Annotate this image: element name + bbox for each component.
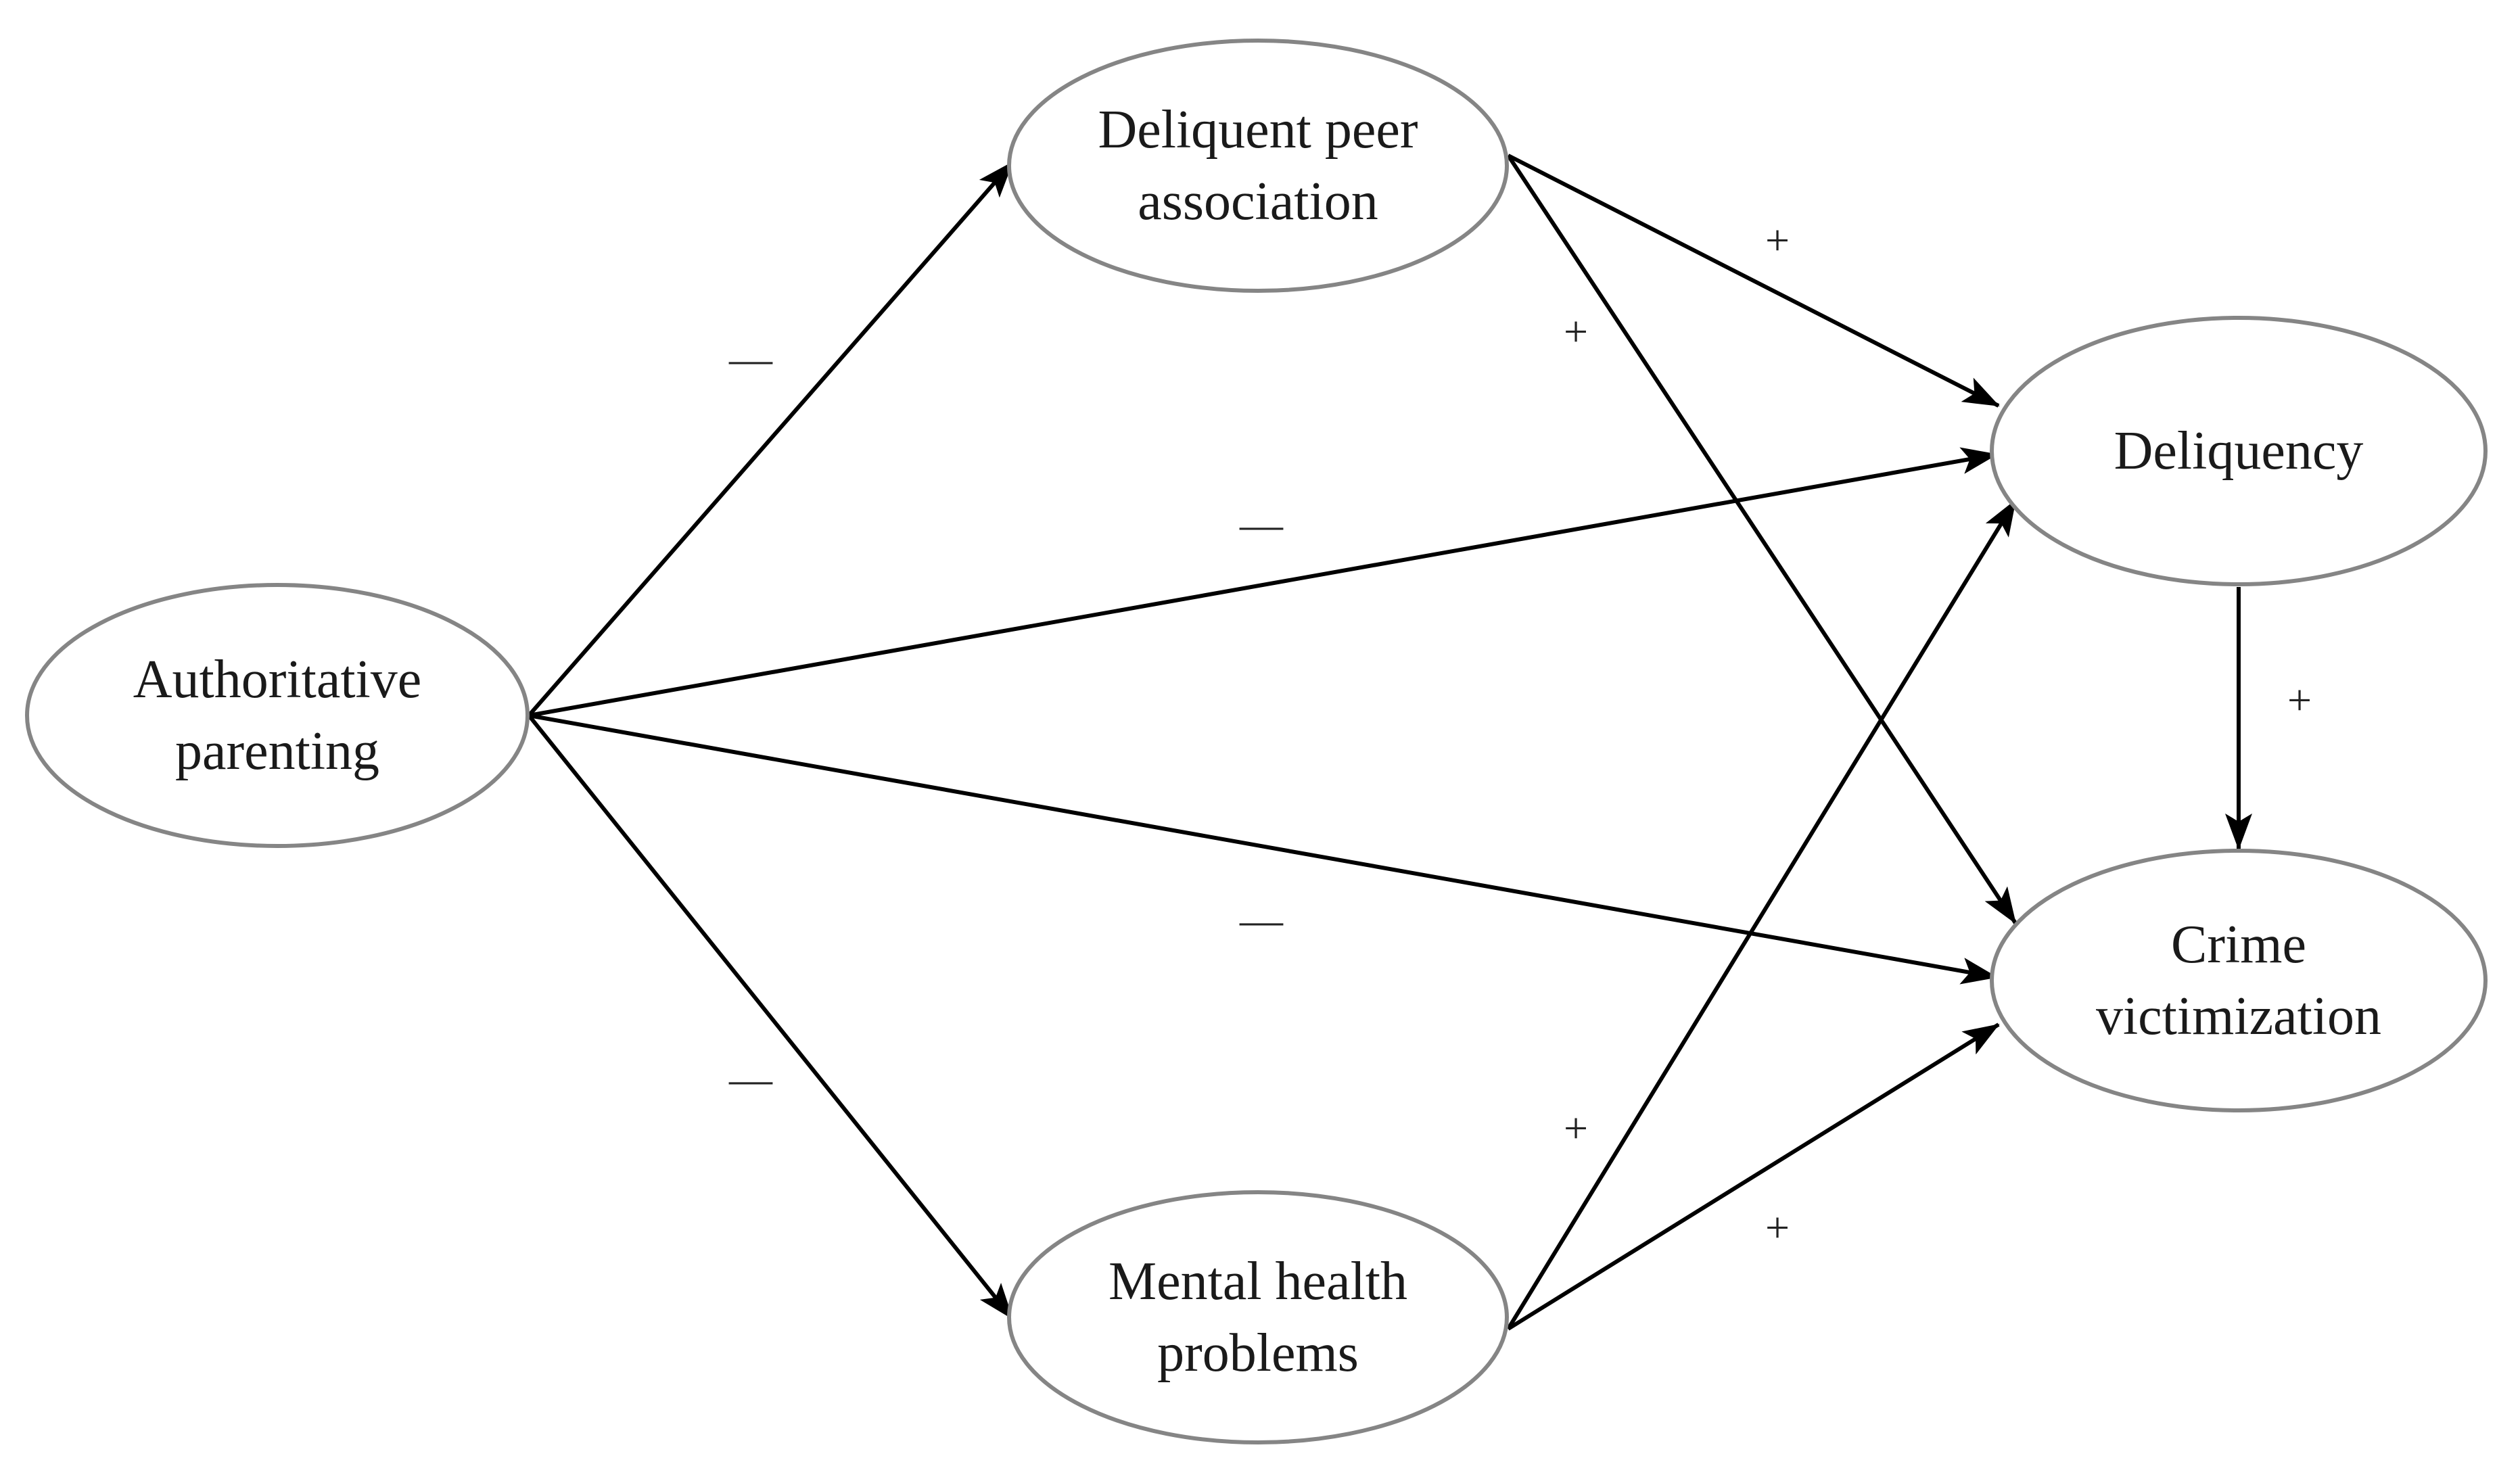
- node-authoritative-label-line-1: Authoritative: [133, 650, 422, 709]
- node-authoritative: Authoritative parenting: [25, 583, 530, 848]
- node-mental: Mental health problems: [1007, 1190, 1509, 1444]
- edge-sign-authoritative-to-peer: —: [728, 335, 773, 383]
- edge-signs-layer: — — — — + + + + +: [728, 216, 2312, 1252]
- nodes-layer: Authoritative parenting Deliquent peer asso…: [25, 39, 2488, 1444]
- edges-layer: [527, 154, 2252, 1331]
- node-victimization-label-line-2: victimization: [2096, 987, 2381, 1046]
- edge-sign-peer-to-delinquency: +: [1765, 216, 1790, 264]
- edge-sign-mental-to-delinquency: +: [1564, 1104, 1588, 1152]
- node-peer-label-line-2: association: [1138, 172, 1378, 231]
- edge-sign-peer-to-victimization: +: [1564, 308, 1588, 356]
- node-delinquency: Deliquency: [1990, 316, 2488, 586]
- edge-mental-to-delinquency: [1506, 499, 2017, 1330]
- edge-sign-mental-to-victimization: +: [1765, 1204, 1790, 1252]
- node-mental-label-line-1: Mental health: [1109, 1252, 1407, 1311]
- node-authoritative-label-line-2: parenting: [175, 722, 379, 781]
- node-delinquency-label-line-1: Deliquency: [2114, 421, 2364, 481]
- node-peer-label-line-1: Deliquent peer: [1098, 100, 1418, 160]
- node-victimization-label-line-1: Crime: [2171, 915, 2306, 974]
- edge-authoritative-to-peer: [527, 161, 1014, 717]
- node-delinquency-ellipse: [1990, 316, 2488, 586]
- node-peer-ellipse: [1007, 39, 1509, 293]
- edge-peer-to-delinquency: [1507, 154, 2000, 408]
- node-victimization: Crime victimization: [1990, 849, 2488, 1112]
- edge-authoritative-to-mental: [527, 714, 1014, 1320]
- node-mental-ellipse: [1007, 1190, 1509, 1444]
- edge-authoritative-to-delinquency: [528, 447, 1998, 717]
- node-mental-label-line-2: problems: [1157, 1323, 1359, 1383]
- node-victimization-ellipse: [1990, 849, 2488, 1112]
- edge-peer-to-victimization: [1506, 154, 2017, 924]
- node-peer: Deliquent peer association: [1007, 39, 1509, 293]
- edge-sign-authoritative-to-mental: —: [728, 1055, 773, 1103]
- node-authoritative-ellipse: [25, 583, 530, 848]
- edge-sign-authoritative-to-victimization: —: [1239, 896, 1284, 944]
- edge-sign-delinquency-to-victimization: +: [2287, 676, 2312, 724]
- edge-sign-authoritative-to-delinquency: —: [1239, 500, 1284, 548]
- edge-mental-to-victimization: [1507, 1022, 2000, 1331]
